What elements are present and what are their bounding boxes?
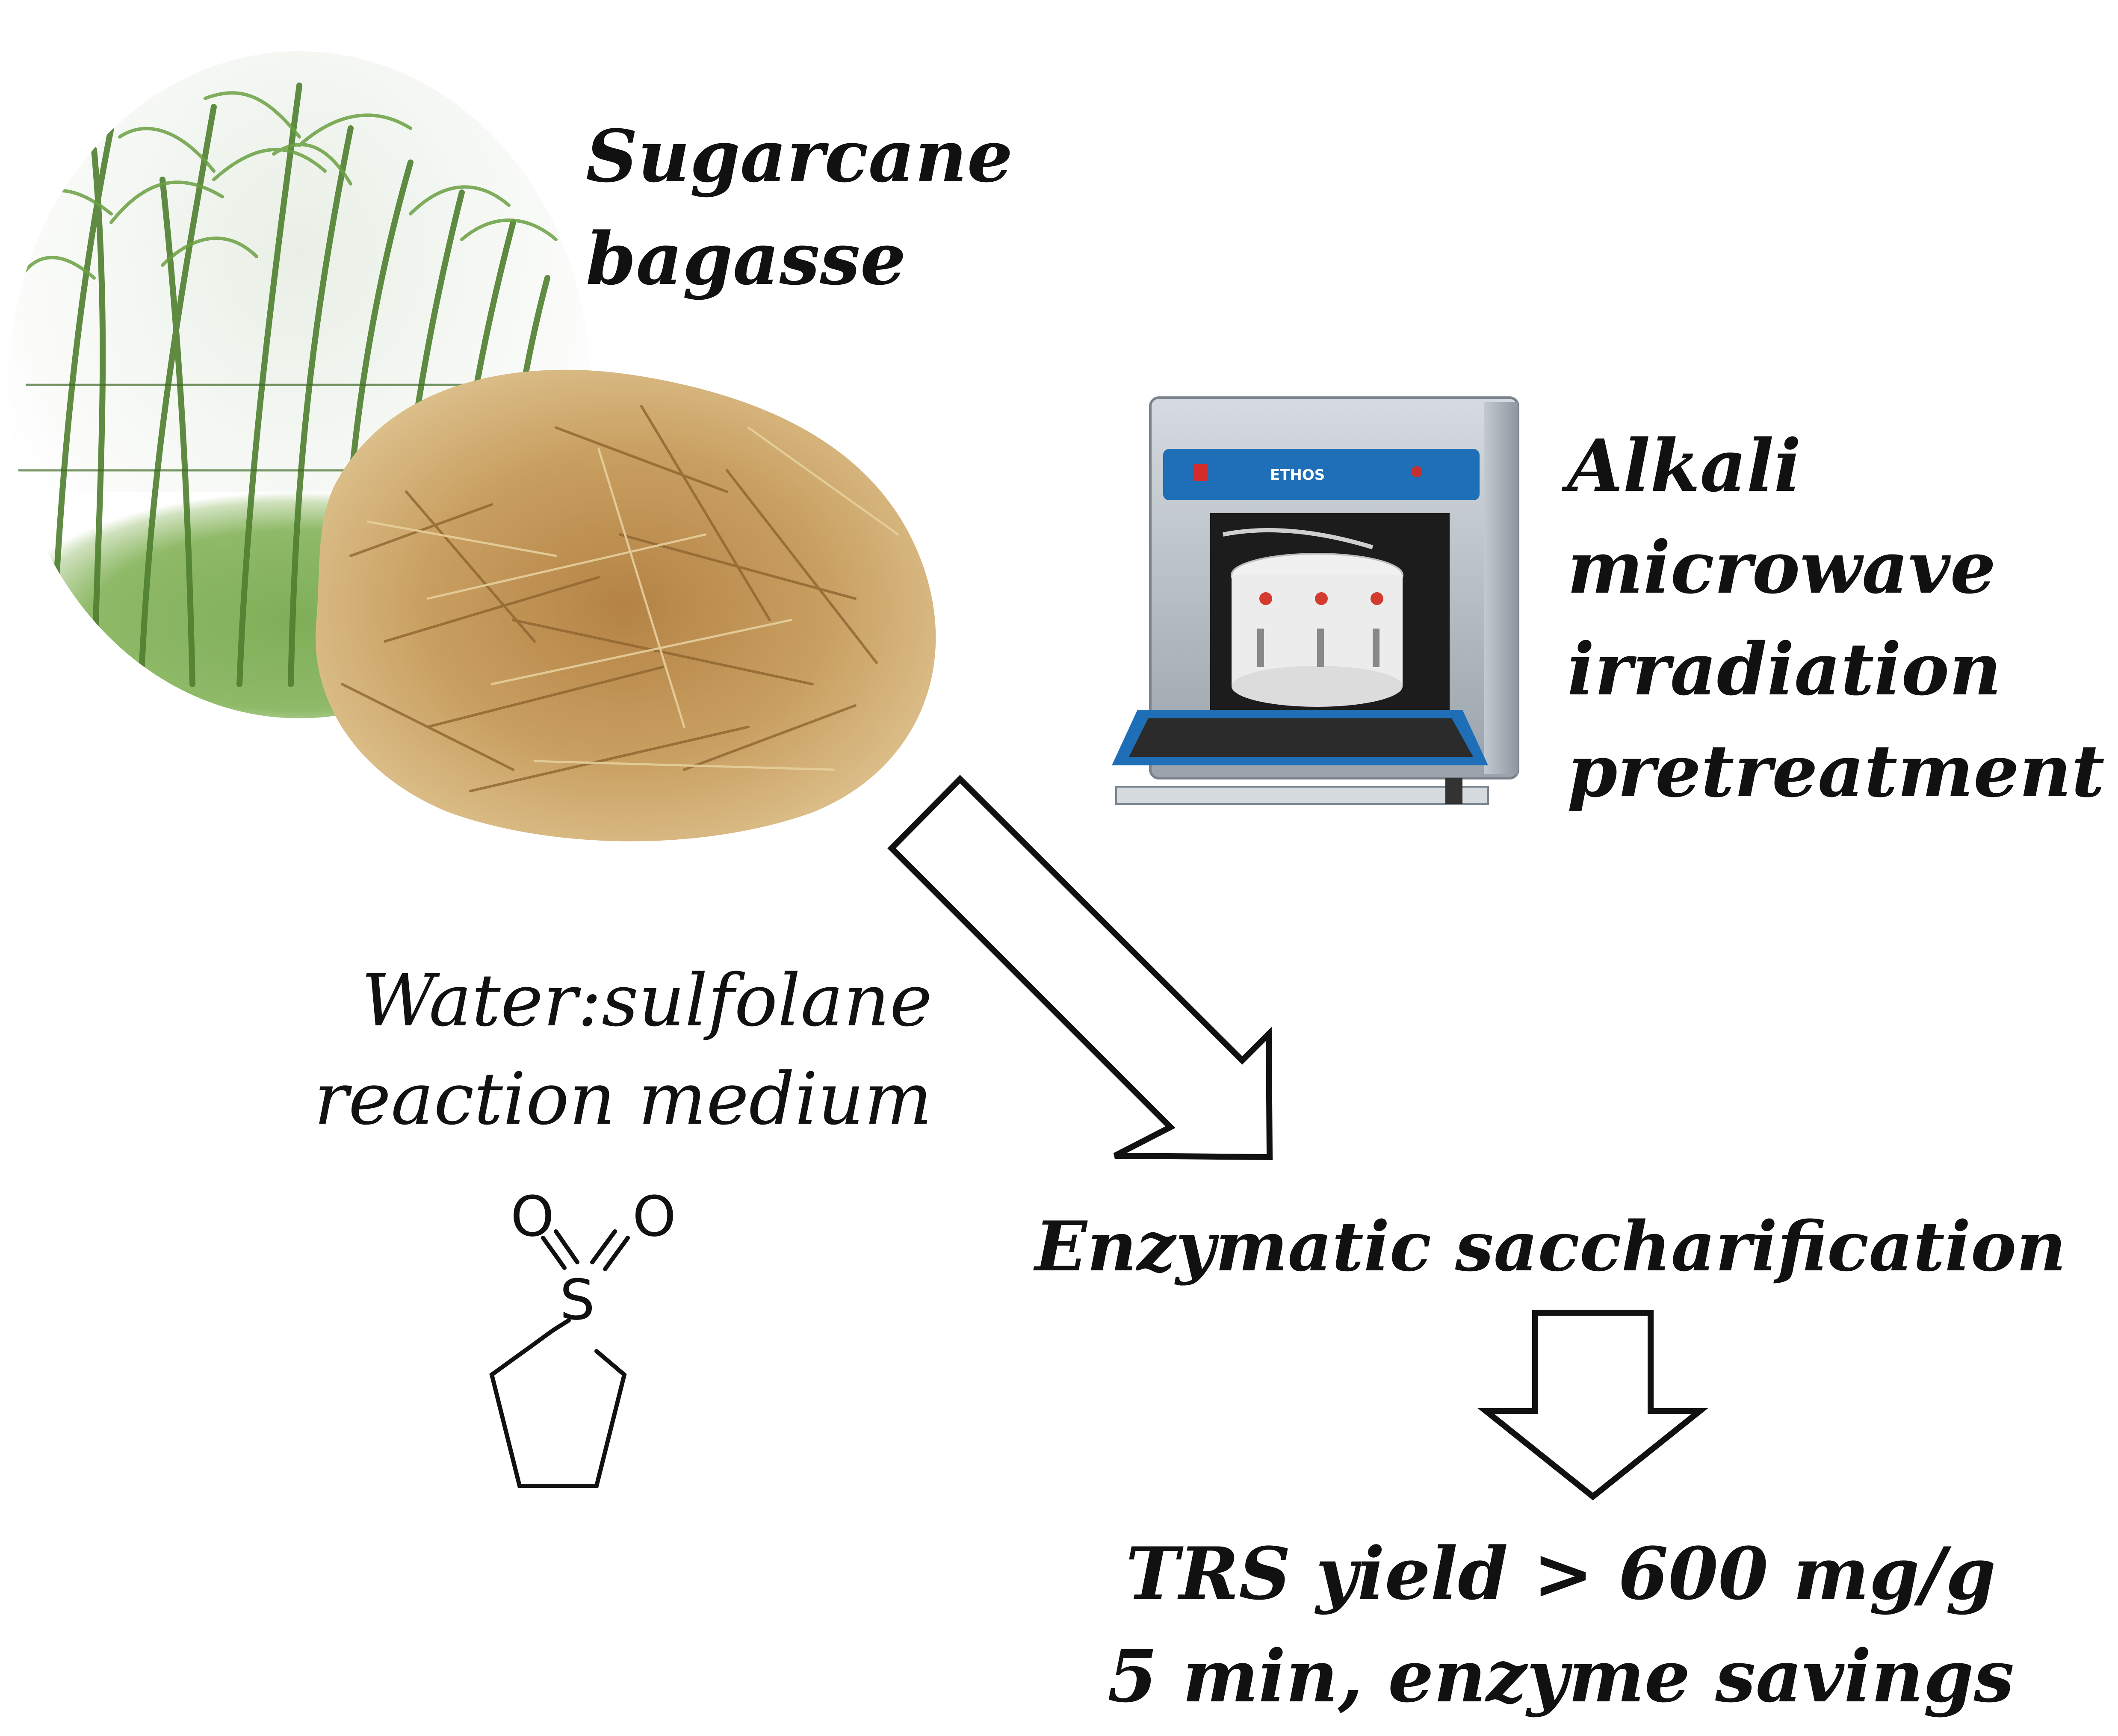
pretreatment-label: Alkali microwave irradiation pretreatmen… [1567,415,2105,822]
result-label: TRS yield > 600 mg/g 5 min, enzyme savin… [1090,1522,2031,1727]
reaction-medium-line-1: Water:sulfolane [361,959,932,1042]
reaction-medium-line-2: reaction medium [314,1057,932,1141]
sulfolane-structure [489,1229,630,1488]
instrument-brand-text: ETHOS [1270,466,1325,484]
diagonal-arrow-shape [887,775,1273,1160]
pretreatment-line-3: irradiation [1567,627,2002,712]
pretreatment-line-1: Alkali [1567,423,1802,508]
saccharification-label: Enzymatic saccharification [1035,1206,2066,1287]
feedstock-label: Sugarcane bagasse [586,105,1013,310]
result-line-2: 5 min, enzyme savings [1107,1634,2015,1718]
microwave-instrument-image: ETHOS [1112,396,1519,805]
down-process-arrow [1477,1310,1708,1500]
oxygen-atom-label-left: O [511,1184,554,1249]
pretreatment-line-4: pretreatment [1567,729,2105,813]
oxygen-atom-label-right: O [632,1184,676,1249]
feedstock-line-2: bagasse [586,216,906,301]
pretreatment-line-2: microwave [1567,525,1996,610]
feedstock-line-1: Sugarcane [586,114,1013,198]
result-line-1: TRS yield > 600 mg/g [1125,1531,1996,1616]
sulfur-atom-label: S [560,1267,595,1332]
reaction-medium-label: Water:sulfolane reaction medium [248,951,932,1148]
bagasse-pile-image [315,369,936,841]
